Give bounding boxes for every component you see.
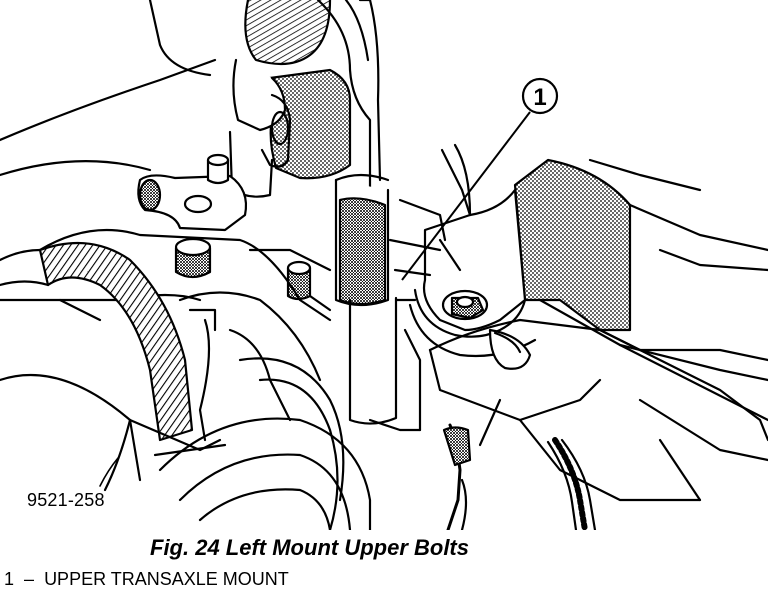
legend-number: 1 bbox=[4, 569, 15, 589]
callout-leader-line bbox=[401, 111, 531, 281]
body-panel-edge bbox=[0, 58, 217, 142]
figure-id-label: 9521-258 bbox=[27, 490, 105, 510]
transaxle-mount-bracket bbox=[513, 158, 632, 332]
engine-mount-illustration: 1 bbox=[0, 0, 768, 530]
legend-label: UPPER TRANSAXLE MOUNT bbox=[44, 569, 289, 589]
legend-separator: – bbox=[24, 569, 35, 589]
mount-strut bbox=[338, 197, 387, 306]
callout-1: 1 bbox=[401, 77, 559, 281]
wire-harness bbox=[244, 0, 332, 66]
coolant-hose bbox=[38, 241, 194, 442]
callout-number: 1 bbox=[533, 84, 546, 111]
upper-mount-bracket bbox=[268, 68, 352, 180]
legend-item: 1 – UPPER TRANSAXLE MOUNT bbox=[4, 569, 289, 590]
figure-caption: Fig. 24 Left Mount Upper Bolts bbox=[150, 535, 469, 560]
